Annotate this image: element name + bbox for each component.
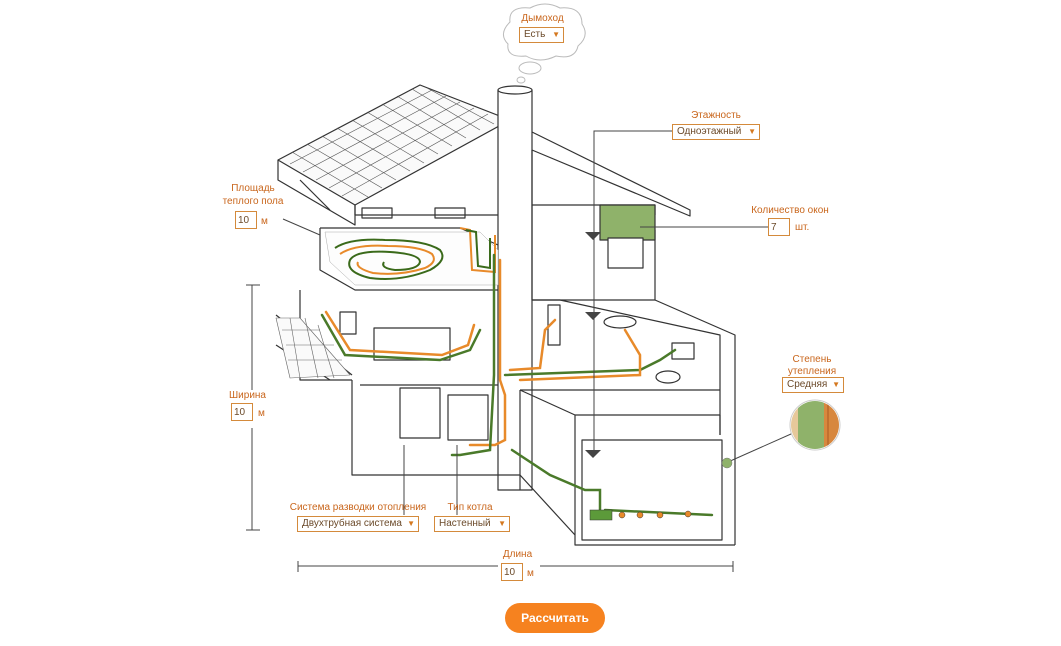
dropdown-arrow-icon: ▼ [832, 380, 840, 389]
floor-area-label-line2: теплого пола [222, 196, 284, 207]
windows-label: Количество окон [751, 205, 829, 216]
dropdown-arrow-icon: ▼ [748, 127, 756, 136]
length-unit: м [527, 568, 534, 579]
heating-system-label: Система разводки отопления [289, 502, 427, 513]
chimney-value: Есть [524, 29, 546, 40]
boiler-type-label: Тип котла [447, 502, 493, 513]
length-label: Длина [502, 549, 533, 560]
floors-select[interactable]: Одноэтажный ▼ [672, 124, 760, 140]
width-label: Ширина [229, 390, 266, 401]
width-unit: м [258, 408, 265, 419]
heating-system-value: Двухтрубная система [302, 518, 402, 529]
floor-area-input[interactable] [235, 211, 257, 229]
boiler-type-value: Настенный [439, 518, 491, 529]
windows-unit: шт. [795, 222, 810, 233]
boiler-type-select[interactable]: Настенный ▼ [434, 516, 510, 532]
dropdown-arrow-icon: ▼ [407, 519, 415, 528]
pointer-triangle-icon [585, 232, 601, 458]
windows-count-input[interactable] [768, 218, 790, 236]
chimney-select[interactable]: Есть ▼ [519, 27, 564, 43]
insulation-wall-icon [789, 399, 841, 451]
chimney [497, 89, 533, 491]
width-input[interactable] [231, 403, 253, 421]
dropdown-arrow-icon: ▼ [498, 519, 506, 528]
chimney-label: Дымоход [521, 13, 564, 24]
length-input[interactable] [501, 563, 523, 581]
calculate-button[interactable]: Рассчитать [505, 603, 605, 633]
insulation-label-line1: Степень [792, 354, 832, 365]
floors-label: Этажность [691, 110, 741, 121]
insulation-label-line2: утепления [787, 366, 837, 377]
floor-area-label-line1: Площадь [231, 183, 275, 194]
floor-area-unit: м [261, 216, 268, 227]
floors-value: Одноэтажный [677, 126, 742, 137]
insulation-select[interactable]: Средняя ▼ [782, 377, 844, 393]
insulation-value: Средняя [787, 379, 828, 390]
dropdown-arrow-icon: ▼ [552, 30, 560, 39]
heating-system-select[interactable]: Двухтрубная система ▼ [297, 516, 419, 532]
